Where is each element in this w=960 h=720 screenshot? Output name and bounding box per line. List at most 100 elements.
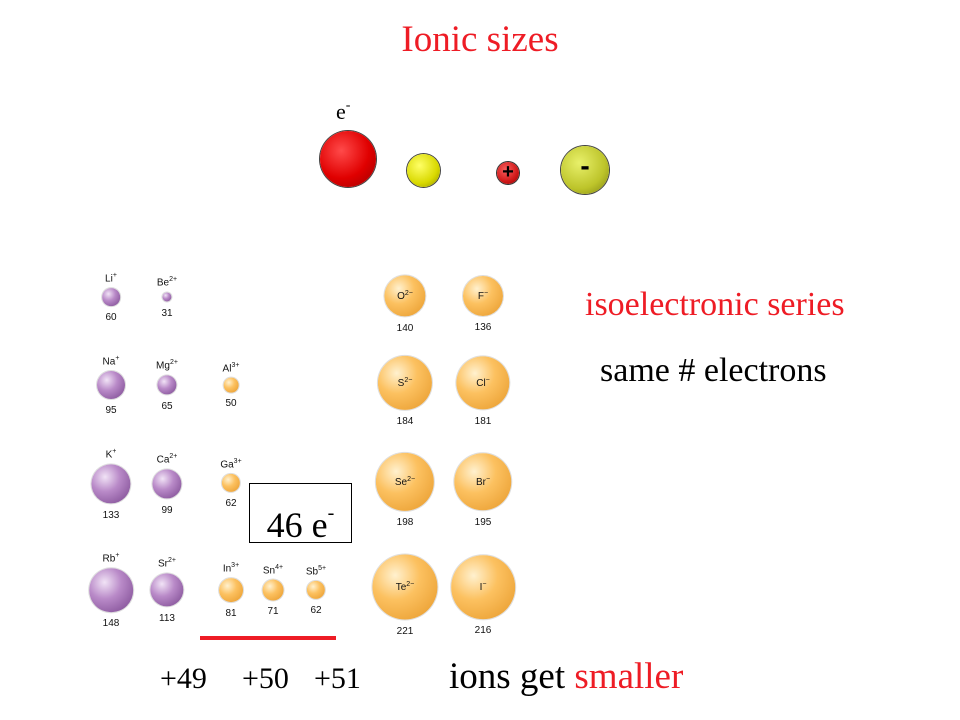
neutral-atom-sphere bbox=[407, 154, 440, 187]
ion-charge-ca: 2+ bbox=[169, 453, 178, 461]
ion-sphere-be bbox=[162, 292, 172, 302]
ion-symbol-na: Na bbox=[102, 356, 116, 368]
ion-symbol-k: K bbox=[105, 449, 113, 461]
ion-label-sr: Sr2+ bbox=[158, 557, 176, 569]
ion-sphere-ca bbox=[152, 469, 182, 499]
ion-sphere-sr bbox=[150, 573, 184, 607]
ion-label-s: S2− bbox=[398, 377, 413, 389]
ion-symbol-sn: Sn bbox=[262, 564, 276, 576]
ion-label-o: O2− bbox=[397, 290, 413, 302]
ion-radius-rb: 148 bbox=[102, 617, 120, 629]
ion-charge-na: + bbox=[115, 355, 120, 362]
ion-sphere-ga bbox=[221, 473, 241, 493]
ion-radius-sn: 71 bbox=[267, 606, 279, 618]
ion-radius-te: 221 bbox=[396, 625, 414, 637]
bottom-highlight: smaller bbox=[574, 656, 684, 697]
ion-symbol-mg: Mg bbox=[156, 360, 170, 372]
ion-radius-ga: 62 bbox=[225, 498, 237, 510]
ion-sphere-li bbox=[102, 288, 120, 306]
ion-symbol-i: I bbox=[479, 582, 483, 594]
ion-radius-li: 60 bbox=[105, 311, 117, 323]
electron-symbol: e bbox=[336, 99, 346, 124]
ion-sphere-na bbox=[97, 371, 125, 399]
ion-sphere-mg bbox=[157, 375, 177, 395]
ion-sphere-te bbox=[372, 554, 438, 620]
same-electrons-text: same # electrons bbox=[600, 352, 827, 389]
ion-radius-mg: 65 bbox=[161, 400, 173, 412]
ion-charge-ga: 3+ bbox=[233, 457, 242, 465]
ion-symbol-ga: Ga bbox=[220, 459, 234, 471]
ion-radius-ca: 99 bbox=[161, 504, 173, 516]
ion-label-rb: Rb+ bbox=[103, 552, 120, 564]
ion-label-br: Br− bbox=[476, 476, 490, 488]
ion-symbol-te: Te bbox=[395, 582, 407, 594]
ion-label-se: Se2− bbox=[395, 476, 415, 488]
ion-radius-na: 95 bbox=[105, 404, 117, 416]
ion-charge-mg: 2+ bbox=[169, 359, 178, 367]
ion-label-ga: Ga3+ bbox=[220, 458, 241, 470]
ion-radius-i: 216 bbox=[474, 624, 492, 636]
ion-charge-sn: 4+ bbox=[275, 563, 284, 571]
ion-symbol-sb: Sb bbox=[305, 566, 319, 578]
ion-radius-be: 31 bbox=[161, 307, 173, 319]
nuclear-charge-sb: +51 bbox=[314, 662, 361, 695]
ion-symbol-cl: Cl bbox=[476, 378, 486, 390]
ion-label-li: Li+ bbox=[105, 272, 117, 284]
ion-sphere-rb bbox=[89, 568, 133, 612]
ion-symbol-be: Be bbox=[156, 277, 170, 289]
ion-radius-sr: 113 bbox=[159, 612, 175, 624]
ion-charge-o: 2− bbox=[404, 289, 413, 297]
ion-label-in: In3+ bbox=[223, 562, 239, 574]
ion-charge-s: 2− bbox=[404, 376, 413, 384]
anion-sphere: - bbox=[561, 146, 609, 194]
ion-charge-be: 2+ bbox=[169, 276, 178, 284]
ion-label-f: F− bbox=[478, 290, 488, 302]
ion-radius-f: 136 bbox=[474, 322, 492, 334]
ion-sphere-o bbox=[384, 275, 426, 317]
ion-charge-al: 3+ bbox=[231, 361, 240, 369]
ion-label-i: I− bbox=[480, 581, 487, 593]
ion-symbol-li: Li bbox=[105, 273, 113, 285]
ion-charge-in: 3+ bbox=[231, 562, 240, 570]
ion-sphere-f bbox=[462, 275, 504, 317]
ion-charge-f: − bbox=[484, 289, 489, 297]
ion-sphere-sn bbox=[262, 579, 284, 601]
ion-symbol-o: O bbox=[397, 291, 405, 303]
ion-radius-in: 81 bbox=[225, 607, 237, 619]
ion-charge-li: + bbox=[112, 272, 117, 280]
ion-symbol-br: Br bbox=[475, 477, 486, 489]
ion-charge-sr: 2+ bbox=[168, 557, 176, 565]
ion-label-sn: Sn4+ bbox=[263, 564, 283, 576]
ion-label-be: Be2+ bbox=[157, 276, 177, 288]
cation-sphere: + bbox=[497, 162, 519, 184]
ion-sphere-k bbox=[91, 464, 131, 504]
ion-radius-se: 198 bbox=[396, 517, 414, 529]
ion-radius-o: 140 bbox=[396, 322, 414, 334]
electron-count-sup: - bbox=[327, 502, 335, 524]
ion-symbol-s: S bbox=[397, 378, 405, 390]
electron-count-label: 46 e bbox=[266, 505, 328, 545]
ion-symbol-rb: Rb bbox=[102, 553, 116, 565]
ion-sphere-br bbox=[454, 453, 512, 511]
isoelectronic-underline bbox=[200, 636, 336, 640]
electron-sphere bbox=[320, 131, 376, 187]
ion-charge-te: 2− bbox=[406, 580, 415, 588]
ion-label-cl: Cl− bbox=[476, 377, 490, 389]
ion-symbol-al: Al bbox=[222, 362, 232, 374]
ion-label-sb: Sb5+ bbox=[306, 565, 326, 577]
ion-charge-sb: 5+ bbox=[318, 564, 327, 572]
electron-charge: - bbox=[345, 98, 351, 113]
ion-radius-br: 195 bbox=[474, 516, 492, 528]
ion-charge-rb: + bbox=[115, 552, 120, 560]
isoelectronic-series-heading: isoelectronic series bbox=[585, 286, 845, 323]
ion-label-al: Al3+ bbox=[223, 362, 240, 374]
ion-label-na: Na+ bbox=[103, 355, 120, 367]
ion-radius-k: 133 bbox=[102, 509, 120, 521]
ions-get-smaller-text: ions get smaller bbox=[449, 655, 683, 698]
ion-charge-cl: − bbox=[485, 376, 490, 384]
ion-charge-se: 2− bbox=[407, 475, 416, 483]
ion-sphere-s bbox=[377, 355, 433, 411]
ion-sphere-cl bbox=[456, 356, 510, 410]
ion-label-k: K+ bbox=[106, 448, 117, 460]
ion-symbol-sr: Sr bbox=[158, 558, 169, 570]
